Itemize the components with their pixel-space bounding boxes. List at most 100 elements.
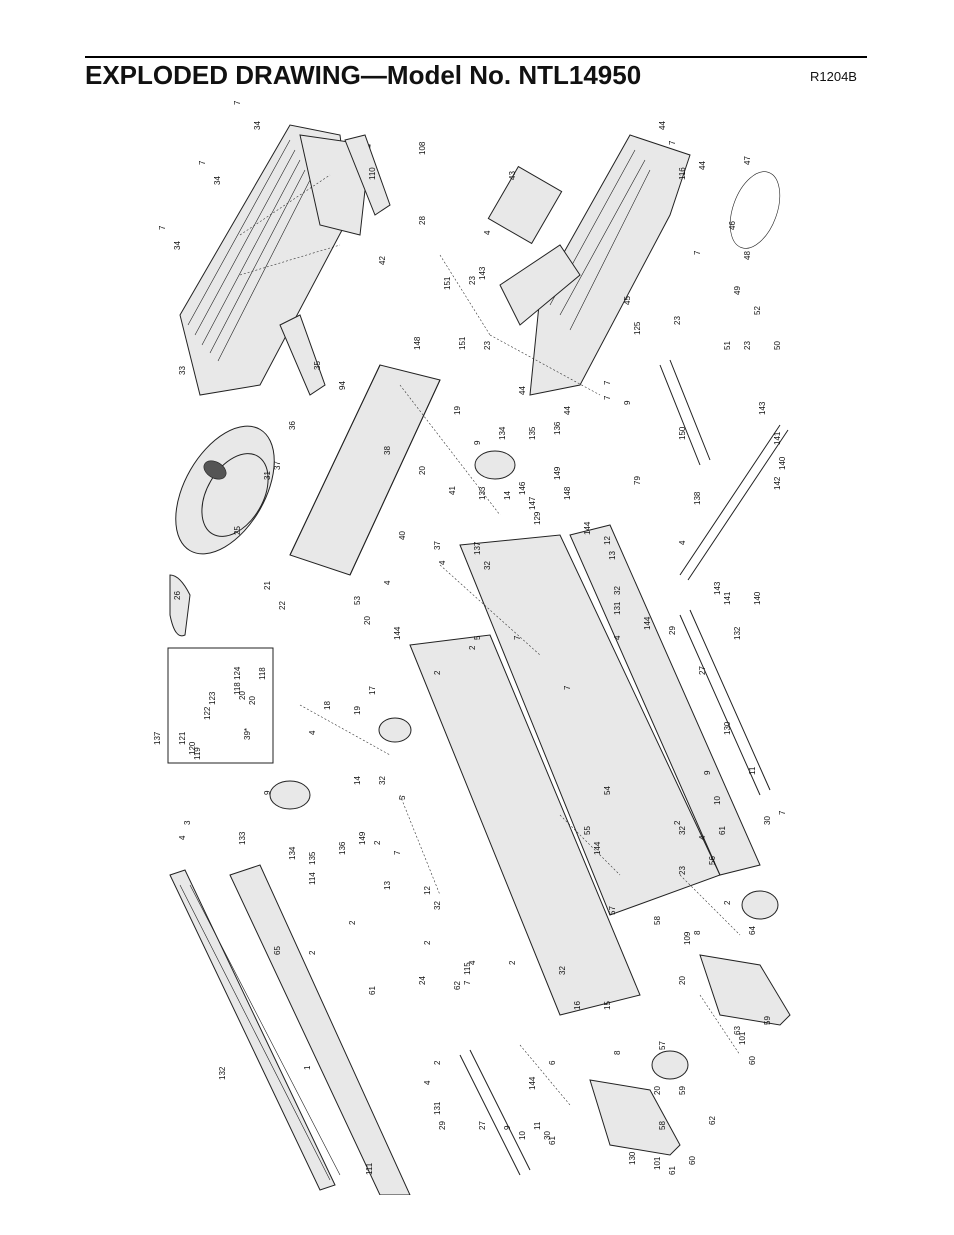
part-label: 12 (603, 536, 612, 545)
page-title: EXPLODED DRAWING—Model No. NTL14950 (85, 60, 642, 90)
part-label: 125 (633, 321, 642, 335)
part-label: 40 (398, 531, 407, 540)
pulley-part-134b (269, 780, 311, 810)
part-label: 46 (728, 221, 737, 230)
part-label: 4 (308, 730, 317, 735)
part-label: 58 (658, 1121, 667, 1130)
part-label: 58 (653, 916, 662, 925)
part-label: 29 (668, 626, 677, 635)
part-label: 149 (553, 466, 562, 480)
part-label: 7 (198, 160, 207, 165)
part-label: 7 (233, 100, 242, 105)
part-label: 120 (188, 741, 197, 755)
part-label: 20 (653, 1086, 662, 1095)
part-label: 20 (248, 696, 257, 705)
part-label: 32 (613, 586, 622, 595)
part-label: 15 (603, 1001, 612, 1010)
part-label: 115 (463, 962, 472, 975)
part-label: 143 (713, 581, 722, 595)
pulley-part-134 (474, 450, 516, 480)
part-label: 123 (208, 691, 217, 705)
part-label: 140 (753, 591, 762, 605)
inset-box (167, 647, 274, 764)
part-label: 131 (433, 1101, 442, 1115)
assembly-lines (239, 174, 741, 1106)
part-label: 149 (358, 831, 367, 845)
part-label: 129 (533, 511, 542, 525)
part-label: 60 (748, 1056, 757, 1065)
part-label: 79 (633, 476, 642, 485)
part-label: 142 (773, 476, 782, 490)
part-label: 134 (288, 846, 297, 860)
part-label: 9 (703, 770, 712, 775)
part-label: 2 (348, 920, 357, 925)
part-label: 21 (263, 581, 272, 590)
part-label: 144 (643, 616, 652, 630)
part-label: 32 (483, 561, 492, 570)
part-label: 2 (433, 670, 442, 675)
motor-part (175, 425, 275, 555)
part-label: 2 (308, 950, 317, 955)
part-label: 41 (448, 486, 457, 495)
part-label: 130 (723, 721, 732, 735)
part-label: 17 (368, 686, 377, 695)
part-label: 124 (233, 666, 242, 680)
part-label: 7 (513, 635, 522, 640)
part-label: 8 (613, 1050, 622, 1055)
part-label: 26 (173, 591, 182, 600)
part-label: 42 (378, 256, 387, 265)
part-label: 151 (458, 336, 467, 350)
part-label: 151 (443, 276, 452, 290)
part-label: 1 (303, 1065, 312, 1070)
part-label: 136 (338, 841, 347, 855)
part-label: 35 (313, 361, 322, 370)
part-label: 137 (153, 731, 162, 745)
part-label: 30 (763, 816, 772, 825)
part-label: 7 (778, 810, 787, 815)
part-label: 2 (373, 840, 382, 845)
part-label: 141 (723, 591, 732, 605)
part-label: 32 (378, 776, 387, 785)
part-label: 147 (528, 496, 537, 510)
part-label: 132 (218, 1066, 227, 1080)
part-label: 32 (678, 826, 687, 835)
part-label: 23 (483, 341, 492, 350)
header-rule (85, 56, 867, 58)
part-label: 65 (273, 946, 282, 955)
part-label: 121 (178, 731, 187, 745)
part-label: 19 (453, 406, 462, 415)
part-label: 144 (393, 626, 402, 640)
part-label: 5 (398, 795, 407, 800)
part-label: 20 (363, 616, 372, 625)
part-label: 136 (553, 421, 562, 435)
part-label: 62 (453, 981, 462, 990)
shaft-part-142 (679, 424, 789, 581)
part-label: 55 (583, 826, 592, 835)
part-label: 4 (178, 835, 187, 840)
part-label: 143 (478, 266, 487, 280)
part-label: 28 (418, 216, 427, 225)
roller-part-27b (459, 1049, 531, 1176)
part-label: 94 (338, 381, 347, 390)
part-label: 7 (603, 395, 612, 400)
part-label: 53 (353, 596, 362, 605)
part-label: 19 (353, 706, 362, 715)
pulley-part-17 (378, 717, 412, 743)
part-label: 12 (423, 886, 432, 895)
part-label: 135 (308, 851, 317, 865)
frame-part (289, 364, 441, 576)
part-label: 110 (368, 167, 377, 180)
part-label: 146 (518, 481, 527, 495)
power-cord-part (729, 171, 781, 249)
part-label: 20 (418, 466, 427, 475)
part-label: 13 (383, 881, 392, 890)
part-label: 2 (673, 820, 682, 825)
part-label: 2 (433, 1060, 442, 1065)
part-label: 3 (183, 820, 192, 825)
part-label: 143 (758, 401, 767, 415)
part-label: 24 (418, 976, 427, 985)
part-label: 18 (323, 701, 332, 710)
part-label: 37 (433, 541, 442, 550)
part-label: 4 (423, 1080, 432, 1085)
handle-part-35 (279, 314, 326, 396)
